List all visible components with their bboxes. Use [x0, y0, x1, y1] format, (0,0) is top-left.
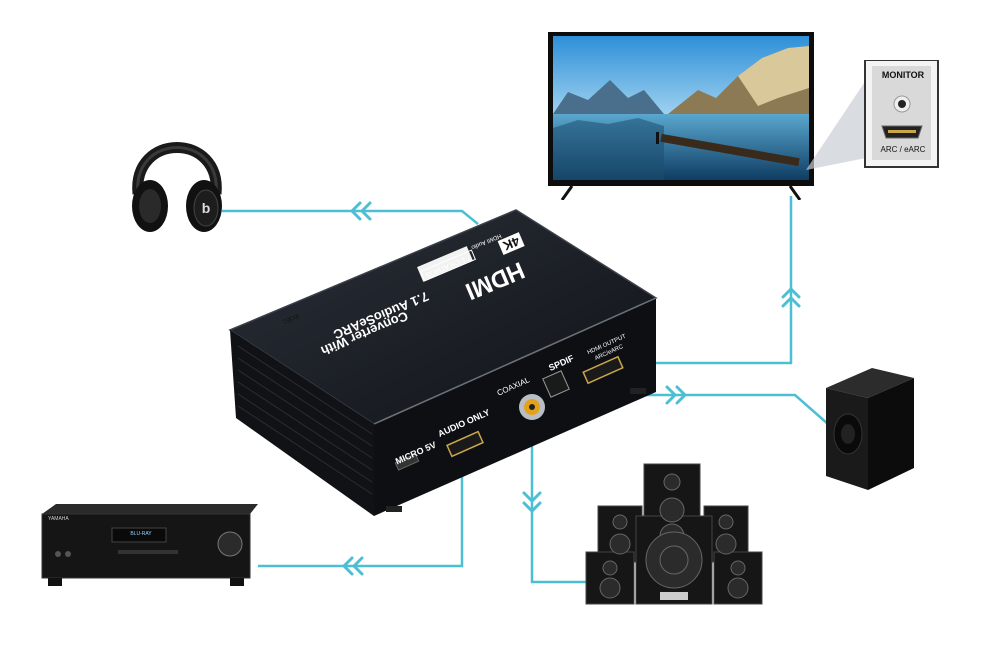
arrow-right-icon [665, 385, 687, 405]
svg-text:b: b [202, 200, 211, 216]
monitor-port-callout [806, 60, 939, 170]
headphones-icon: b [132, 142, 222, 232]
arrow-left-icon [342, 556, 364, 576]
receiver-brand: YAMAHA [48, 516, 69, 522]
arrow-up-icon [781, 287, 801, 308]
receiver-cable [258, 458, 464, 568]
converter-box [228, 209, 658, 516]
subwoofer-icon [826, 368, 914, 490]
receiver-display: BLU-RAY [130, 531, 152, 537]
av-receiver-icon [41, 504, 258, 586]
tv-cable [634, 196, 793, 365]
speaker-system-icon [585, 463, 763, 605]
monitor-port-label: ARC / eARC [880, 145, 926, 154]
arrow-left-icon [350, 201, 372, 221]
tv-icon [548, 32, 814, 200]
speaker-cable [530, 418, 590, 584]
arrow-down-icon [522, 491, 542, 513]
headphone-cable [222, 209, 479, 225]
monitor-title: MONITOR [881, 70, 925, 80]
